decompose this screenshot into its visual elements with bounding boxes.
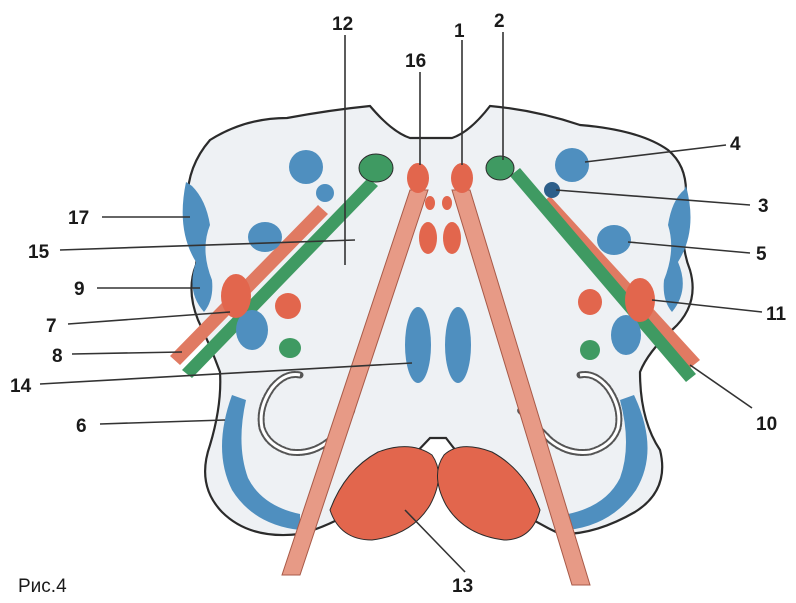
- leader-6: [100, 420, 225, 424]
- green-nucleus-left-low: [279, 338, 301, 358]
- blue-nucleus-left-small: [316, 184, 334, 202]
- label-6: 6: [76, 416, 87, 437]
- label-9: 9: [74, 279, 85, 300]
- blue-nucleus-left-top: [289, 150, 323, 184]
- label-4: 4: [730, 134, 741, 155]
- medial-ellipse-left: [405, 307, 431, 383]
- blue-nucleus-left-mid: [248, 222, 282, 252]
- red-nucleus-mid-right: [443, 222, 461, 254]
- green-nucleus-left: [359, 154, 393, 182]
- label-8: 8: [52, 346, 63, 367]
- label-14: 14: [10, 376, 32, 397]
- red-nucleus-left-lateral: [221, 274, 251, 318]
- red-nucleus-left-small: [275, 293, 301, 319]
- leader-13: [405, 510, 465, 572]
- leader-10: [690, 365, 752, 408]
- red-nucleus-right-small: [578, 289, 602, 315]
- label-1: 1: [454, 21, 465, 42]
- label-16: 16: [405, 51, 426, 72]
- label-10: 10: [756, 414, 777, 435]
- green-nucleus-right-low: [580, 340, 600, 360]
- red-nucleus-mid-left: [419, 222, 437, 254]
- label-3: 3: [758, 196, 769, 217]
- medial-ellipse-right: [445, 307, 471, 383]
- label-7: 7: [46, 316, 57, 337]
- blue-nucleus-right-mid: [597, 225, 631, 255]
- green-nucleus-right: [486, 156, 514, 180]
- red-dot-2: [442, 196, 452, 210]
- figure-caption: Рис.4: [18, 576, 67, 597]
- red-nucleus-right-lateral: [625, 278, 655, 322]
- leader-8: [72, 352, 182, 354]
- red-dot-1: [425, 196, 435, 210]
- label-12: 12: [332, 14, 353, 35]
- label-2: 2: [494, 11, 505, 32]
- label-11: 11: [766, 304, 787, 325]
- label-17: 17: [68, 208, 89, 229]
- label-5: 5: [756, 244, 767, 265]
- red-nucleus-top-left: [407, 163, 429, 193]
- label-13: 13: [452, 576, 473, 597]
- blue-nucleus-right-top: [555, 148, 589, 182]
- red-nucleus-top-right: [451, 163, 473, 193]
- label-15: 15: [28, 242, 50, 263]
